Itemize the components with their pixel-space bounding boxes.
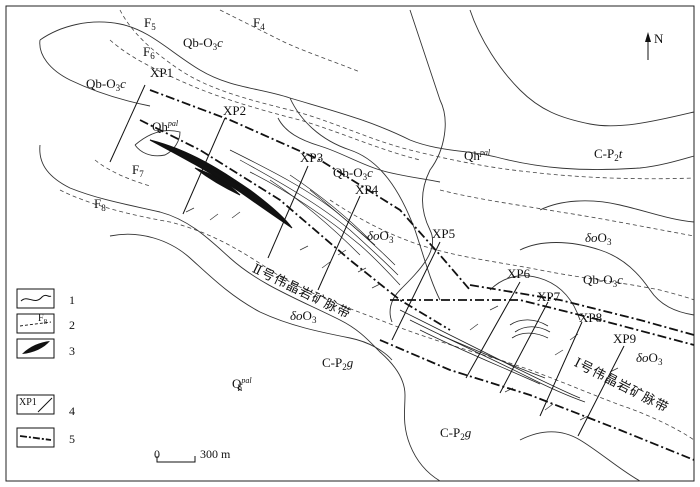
legend-number-5: 5: [69, 432, 75, 446]
pegmatite-vein-icon: [22, 341, 50, 354]
fault-label-f4: F4: [253, 15, 265, 32]
profile-line-xp9: [577, 345, 625, 437]
profile-label-xp5: XP5: [432, 226, 456, 241]
profile-line-xp6: [465, 281, 521, 379]
profile-label-xp6: XP6: [507, 266, 531, 281]
unit-label-do3-1: δοO3: [367, 228, 394, 245]
vein-lines-belt-i: [399, 309, 586, 403]
legend-box-5: [16, 427, 55, 448]
map-frame: [5, 5, 695, 482]
fault-mid: [329, 199, 695, 301]
boundary-qh-small: [134, 130, 181, 157]
fault-upper-right: [439, 189, 695, 237]
fault-f5: [119, 9, 695, 180]
legend-box-1: [16, 288, 55, 309]
profile-label-xp4: XP4: [355, 182, 379, 197]
profile-line-xp7: [499, 301, 549, 394]
scale-label-length: 300 m: [200, 447, 231, 461]
geologic-boundary-icon: [20, 294, 52, 302]
legend-number-3: 3: [69, 344, 75, 358]
legend-fault-sample: F8: [38, 313, 48, 326]
belt-i-mid: [469, 284, 695, 336]
unit-label-qh-1: Qhpal: [152, 119, 179, 134]
fault-label-f6: F6: [143, 44, 155, 61]
faults: [59, 9, 695, 441]
boundary-lower-right: [519, 431, 641, 482]
profile-label-xp7: XP7: [537, 289, 561, 304]
fault-icon: [19, 321, 52, 327]
unit-label-do3-4: δοO3: [636, 350, 663, 367]
profile-line-xp5: [391, 241, 441, 341]
unit-label-cp2g-1: C-P2g: [322, 355, 354, 372]
boundary-qhpal-right: [469, 9, 695, 127]
profile-line-icon: [37, 397, 53, 413]
boundary-upper-block: [39, 21, 695, 170]
unit-label-do3-2: δοO3: [585, 230, 612, 247]
fault-label-f8: F8: [94, 196, 106, 213]
profile-line-xp8: [539, 321, 583, 417]
unit-label-qb-3: Qb-O3c: [333, 165, 373, 182]
unit-label-qb-1: Qb-O3c: [183, 35, 223, 52]
unit-label-cp2t: C-P2t: [594, 146, 623, 163]
unit-label-cp2g-2: C-P2g: [440, 425, 472, 442]
boundary-upper-mid: [277, 117, 441, 183]
legend-box-4: [16, 394, 55, 415]
fault-label-f5: F5: [144, 15, 156, 32]
profile-line-xp1: [109, 84, 146, 163]
profile-label-xp1: XP1: [150, 65, 174, 80]
boundary-qhpal-ridge: [389, 9, 446, 323]
north-label: N: [654, 31, 664, 46]
boundary-dio-upper: [289, 97, 441, 301]
geologic-boundaries: [39, 9, 695, 482]
vein-belt-boundaries: [139, 89, 695, 461]
boundary-mid-right: [489, 275, 581, 321]
vein-2: [174, 147, 256, 196]
legend-number-2: 2: [69, 318, 75, 332]
fault-f6: [109, 39, 421, 161]
legend-box-2: [16, 313, 55, 334]
fault-f4: [219, 9, 361, 73]
scale-bar: [156, 456, 196, 463]
vein-3: [194, 167, 241, 196]
pegmatite-veins: [149, 139, 293, 229]
boundary-lower-left: [39, 144, 441, 482]
boundary-lower-sub: [109, 233, 393, 361]
vein-lines-belt-ii: [229, 149, 401, 286]
unit-label-qh-2: Qhpal: [464, 148, 491, 163]
belt-ii-lower: [139, 119, 451, 331]
legend-profile-sample: XP1: [19, 397, 37, 408]
profile-line-xp2: [182, 117, 226, 215]
unit-label-qh-lower: Qpalh: [232, 376, 252, 393]
belt-ii-upper: [149, 89, 471, 291]
legend-number-1: 1: [69, 293, 75, 307]
legend-box-3: [16, 338, 55, 359]
boundary-dio-right: [539, 200, 695, 223]
unit-label-do3-3: δοO3: [290, 308, 317, 325]
profile-label-xp2: XP2: [223, 103, 247, 118]
vein-belt-boundary-icon: [19, 435, 52, 441]
profile-label-xp9: XP9: [613, 331, 637, 346]
profile-label-xp3: XP3: [300, 150, 324, 165]
profile-label-xp8: XP8: [579, 310, 603, 325]
vein-ticks: [185, 207, 619, 421]
unit-label-qb-4: Qb-O3c: [583, 272, 623, 289]
profile-line-xp3: [267, 165, 309, 259]
unit-label-qb-2: Qb-O3c: [86, 76, 126, 93]
profile-lines: [109, 84, 625, 437]
belt-i-upper: [390, 299, 695, 346]
scale-label-zero: 0: [154, 447, 160, 461]
north-arrow-icon: [645, 32, 651, 60]
boundary-upper-left: [39, 39, 151, 107]
fault-f8: [59, 189, 695, 441]
fault-label-f7: F7: [132, 162, 144, 179]
profile-line-xp4: [317, 195, 361, 291]
boundary-dio-right2: [519, 242, 695, 316]
legend-number-4: 4: [69, 404, 75, 418]
legend: [16, 288, 55, 448]
fault-f7: [94, 159, 151, 187]
belt-i-lower: [379, 339, 695, 461]
